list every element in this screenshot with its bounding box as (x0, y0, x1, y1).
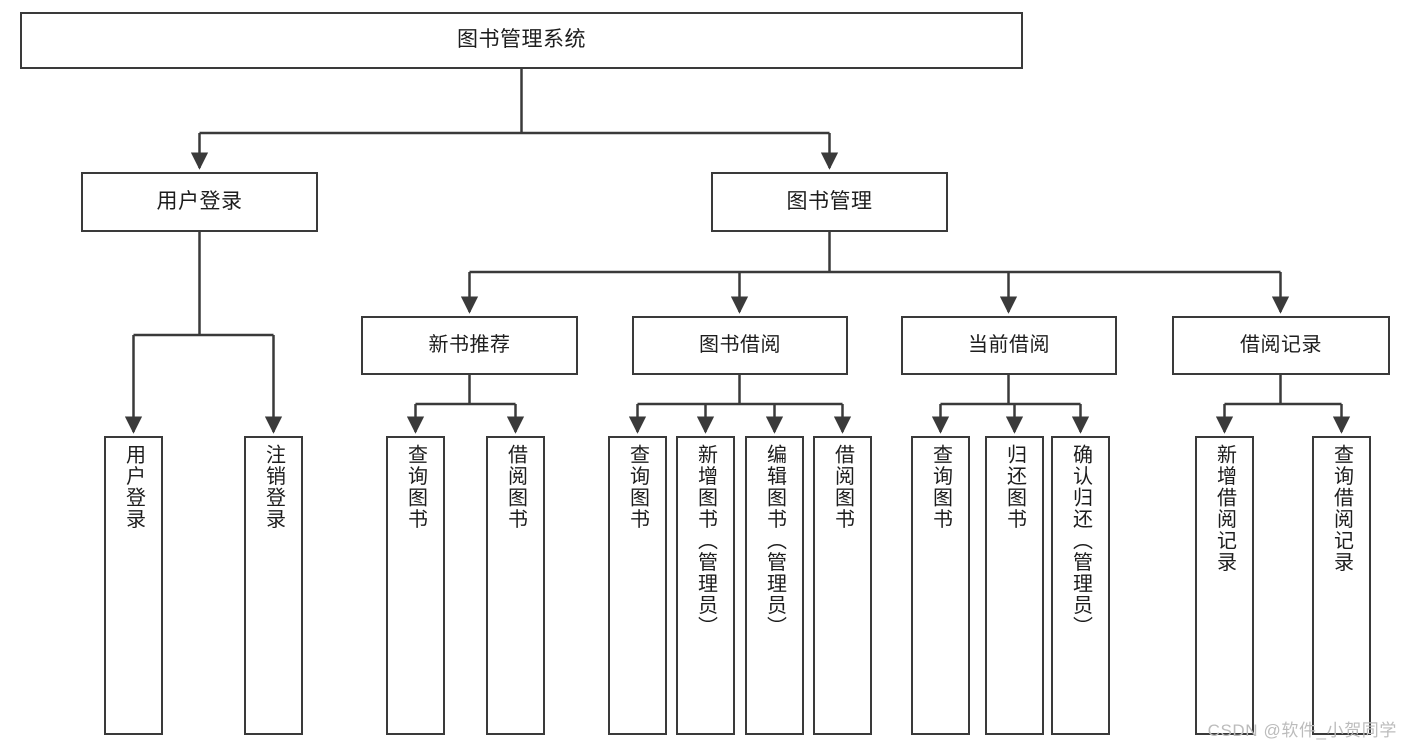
node-current-borrow[interactable]: 当前借阅 (901, 316, 1117, 375)
node-label: 用户登录 (156, 189, 243, 213)
node-leaf-query-book-recommend[interactable]: 查询图书 (386, 436, 445, 735)
node-new-book-recommend[interactable]: 新书推荐 (361, 316, 578, 375)
node-label: 借阅记录 (1240, 333, 1322, 356)
node-leaf-borrow-book[interactable]: 借阅图书 (813, 436, 872, 735)
node-label: 图书管理系统 (457, 28, 586, 52)
node-label: 借阅图书 (831, 444, 854, 530)
node-label: 当前借阅 (968, 333, 1050, 356)
node-label: 查询图书 (404, 444, 427, 530)
node-user-login[interactable]: 用户登录 (81, 172, 318, 232)
node-leaf-query-book-borrow[interactable]: 查询图书 (608, 436, 667, 735)
node-label: 编辑图书（管理员） (763, 444, 786, 638)
node-leaf-edit-book[interactable]: 编辑图书（管理员） (745, 436, 804, 735)
node-label: 注销登录 (262, 444, 285, 530)
node-label: 查询图书 (626, 444, 649, 530)
node-leaf-return-book[interactable]: 归还图书 (985, 436, 1044, 735)
node-leaf-add-book[interactable]: 新增图书（管理员） (676, 436, 735, 735)
node-leaf-user-login[interactable]: 用户登录 (104, 436, 163, 735)
node-leaf-borrow-book-recommend[interactable]: 借阅图书 (486, 436, 545, 735)
node-label: 确认归还（管理员） (1069, 444, 1092, 638)
node-leaf-logout-login[interactable]: 注销登录 (244, 436, 303, 735)
node-book-management[interactable]: 图书管理 (711, 172, 948, 232)
node-label: 新增借阅记录 (1213, 444, 1236, 573)
node-label: 图书借阅 (699, 333, 781, 356)
node-leaf-confirm-return[interactable]: 确认归还（管理员） (1051, 436, 1110, 735)
node-label: 查询借阅记录 (1330, 444, 1353, 573)
node-label: 查询图书 (929, 444, 952, 530)
node-label: 新书推荐 (428, 333, 511, 356)
csdn-watermark: CSDN @软件_小贺同学 (1207, 721, 1397, 740)
node-label: 归还图书 (1003, 444, 1026, 530)
node-leaf-query-borrow-record[interactable]: 查询借阅记录 (1312, 436, 1371, 735)
node-label: 图书管理 (786, 189, 873, 213)
node-label: 用户登录 (122, 444, 145, 530)
node-borrow-record[interactable]: 借阅记录 (1172, 316, 1390, 375)
node-root-book-management-system[interactable]: 图书管理系统 (20, 12, 1023, 69)
node-label: 借阅图书 (504, 444, 527, 530)
node-label: 新增图书（管理员） (694, 444, 717, 638)
node-leaf-query-book-current[interactable]: 查询图书 (911, 436, 970, 735)
node-leaf-add-borrow-record[interactable]: 新增借阅记录 (1195, 436, 1254, 735)
node-book-borrow[interactable]: 图书借阅 (632, 316, 848, 375)
